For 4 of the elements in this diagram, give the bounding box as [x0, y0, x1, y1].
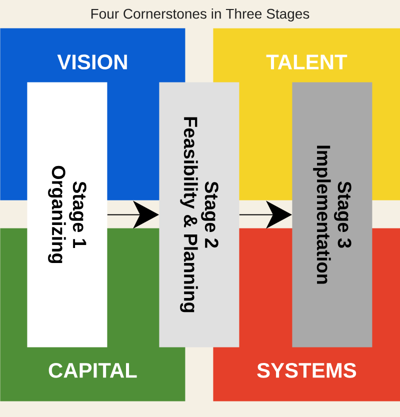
stage-bar: Stage 2 Feasibility & Planning — [159, 82, 240, 348]
title: Four Cornerstones in Three Stages — [91, 8, 310, 22]
stage-bar: Stage 1 Organizing — [27, 82, 108, 348]
stage-bar: Stage 3 Implementation — [292, 82, 372, 348]
